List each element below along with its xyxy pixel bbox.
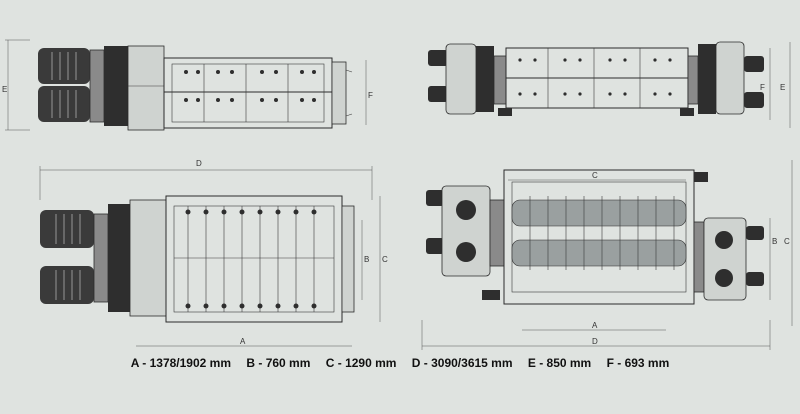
top-right-view: F E: [428, 41, 791, 128]
label-c-right: C: [784, 237, 790, 246]
label-f-left: F: [368, 91, 373, 100]
label-d-right: D: [592, 337, 598, 346]
label-a-right: A: [592, 321, 598, 330]
label-b-left: B: [364, 255, 369, 264]
dimension-d: D - 3090/3615 mm: [411, 356, 513, 370]
label-e-left: E: [2, 85, 7, 94]
label-c-left: C: [382, 255, 388, 264]
label-a-left: A: [240, 337, 246, 346]
dimension-b: B - 760 mm: [246, 356, 311, 370]
label-b-right: B: [772, 237, 777, 246]
label-d-left: D: [196, 159, 202, 168]
dimension-c: C - 1290 mm: [325, 356, 397, 370]
label-c-right-top: C: [592, 171, 598, 180]
dimension-legend: A - 1378/1902 mm B - 760 mm C - 1290 mm …: [0, 356, 800, 370]
dimension-f: F - 693 mm: [606, 356, 670, 370]
label-f-right: F: [760, 83, 765, 92]
dimension-e: E - 850 mm: [527, 356, 592, 370]
bottom-right-view: C B C A D: [421, 160, 793, 350]
label-e-right: E: [780, 83, 785, 92]
top-left-view: E F: [2, 39, 373, 131]
bottom-left-view: D A B C: [39, 159, 388, 347]
dimension-a: A - 1378/1902 mm: [130, 356, 232, 370]
